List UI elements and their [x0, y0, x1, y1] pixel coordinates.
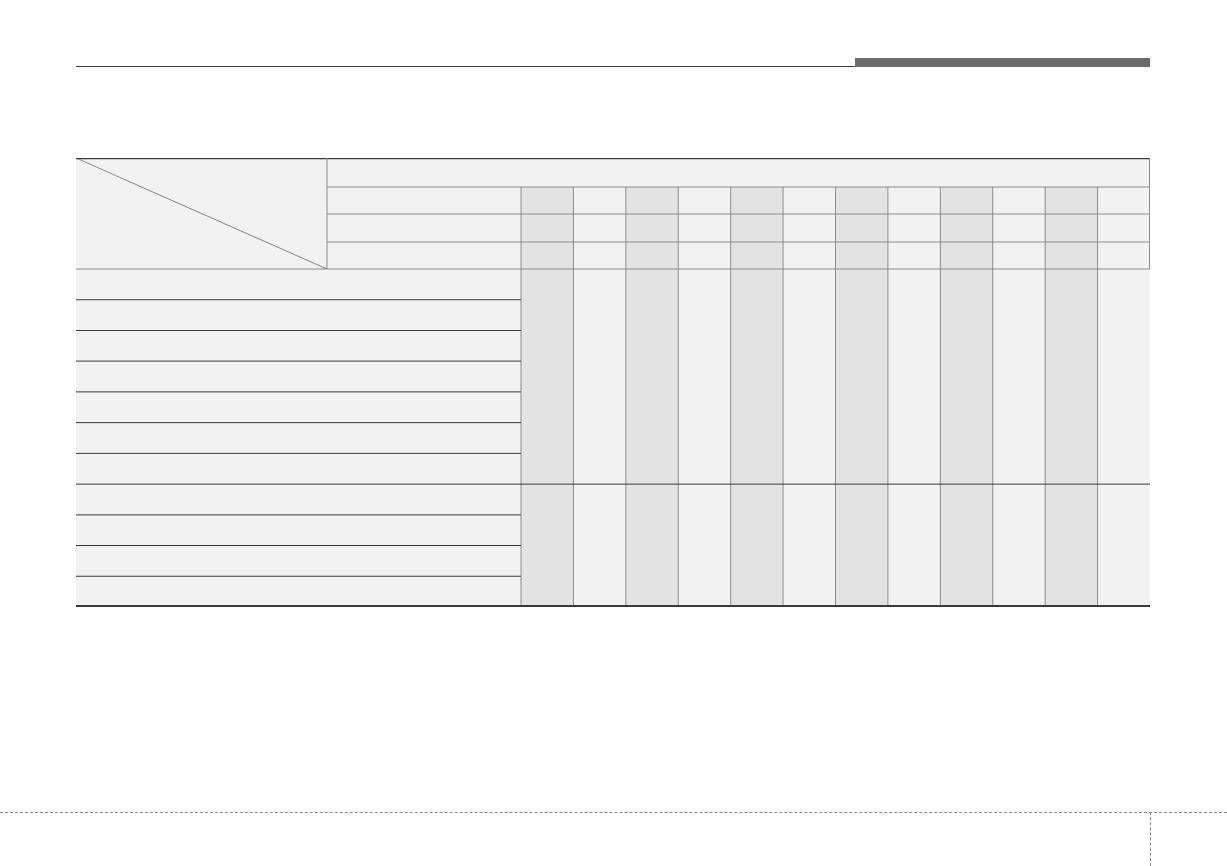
shaded-column: [940, 187, 993, 607]
spec-table-graphic: [76, 158, 1150, 607]
shaded-column: [625, 187, 679, 607]
footer-dashed-divider: [1150, 812, 1151, 866]
shaded-column: [835, 187, 888, 607]
shaded-column: [521, 187, 574, 607]
footer-dashed-rule: [0, 812, 1227, 813]
spec-table: [76, 158, 1150, 607]
shaded-column: [730, 187, 784, 607]
header-rule: [76, 66, 856, 67]
shaded-column: [1045, 187, 1098, 607]
corner-diagonal: [76, 158, 328, 270]
section-tab-bar: [855, 58, 1150, 67]
